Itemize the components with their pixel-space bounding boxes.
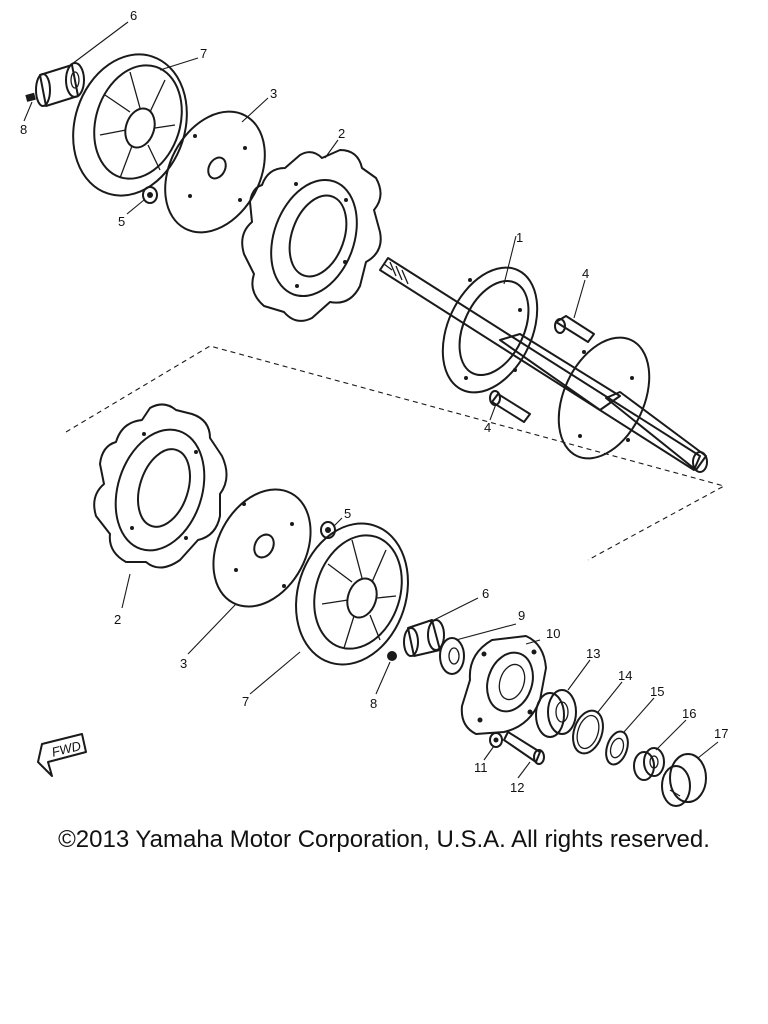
part-17-cap [661, 753, 707, 807]
part-8-setscrew-lower [387, 651, 397, 661]
callout-11: 11 [474, 760, 488, 775]
callout-7-upper: 7 [200, 46, 207, 61]
part-1-shaft [379, 257, 708, 473]
callout-8-upper: 8 [20, 122, 27, 137]
part-9-bearing [439, 637, 465, 675]
leader-lines [23, 21, 719, 779]
callout-labels: 6 7 8 3 2 5 1 4 4 5 6 9 10 13 14 15 16 1… [20, 8, 728, 795]
exploded-parts-diagram: FWD 6 7 8 3 2 5 1 4 4 [20, 8, 728, 807]
callout-5-lower: 5 [344, 506, 351, 521]
part-16-nut [633, 747, 665, 781]
part-4-bolt-lower [489, 390, 531, 423]
callout-8-lower: 8 [370, 696, 377, 711]
callout-13: 13 [586, 646, 600, 661]
part-15-washer [605, 730, 629, 766]
callout-4-upper: 4 [582, 266, 589, 281]
callout-2-lower: 2 [114, 612, 121, 627]
part-8-setscrew-upper [25, 92, 36, 102]
callout-6-lower: 6 [482, 586, 489, 601]
callout-2-upper: 2 [338, 126, 345, 141]
callout-9: 9 [518, 608, 525, 623]
callout-10: 10 [546, 626, 560, 641]
part-2-sprocket-upper [241, 149, 382, 322]
assembly-boundary [65, 345, 726, 561]
callout-12: 12 [510, 780, 524, 795]
part-7-wheel-lower [295, 522, 409, 666]
part-7-wheel-upper [72, 53, 188, 197]
part-2-sprocket-lower [93, 403, 228, 569]
part-6-bearing-lower [403, 619, 445, 657]
callout-3-upper: 3 [270, 86, 277, 101]
part-4-bolt-upper [554, 315, 595, 343]
part-5-nut-lower [320, 521, 336, 539]
callout-16: 16 [682, 706, 696, 721]
part-3-plate-upper [164, 110, 266, 234]
part-3-plate-lower [212, 488, 312, 608]
callout-7-lower: 7 [242, 694, 249, 709]
callout-17: 17 [714, 726, 728, 741]
part-5-nut-upper [142, 186, 158, 204]
callout-1: 1 [516, 230, 523, 245]
callout-15: 15 [650, 684, 664, 699]
callout-3-lower: 3 [180, 656, 187, 671]
callout-4-lower: 4 [484, 420, 491, 435]
part-13-bearing [535, 689, 577, 738]
part-12-bolt [503, 731, 545, 765]
fwd-arrow-icon: FWD [37, 733, 87, 777]
callout-6-upper: 6 [130, 8, 137, 23]
part-6-bearing-upper [35, 62, 85, 107]
fwd-label: FWD [50, 738, 82, 760]
part-11-washer [489, 732, 503, 748]
callout-14: 14 [618, 668, 632, 683]
callout-5-upper: 5 [118, 214, 125, 229]
part-10-bearing-housing [460, 635, 547, 735]
copyright-notice: ©2013 Yamaha Motor Corporation, U.S.A. A… [58, 826, 710, 853]
part-14-circlip [572, 709, 604, 755]
